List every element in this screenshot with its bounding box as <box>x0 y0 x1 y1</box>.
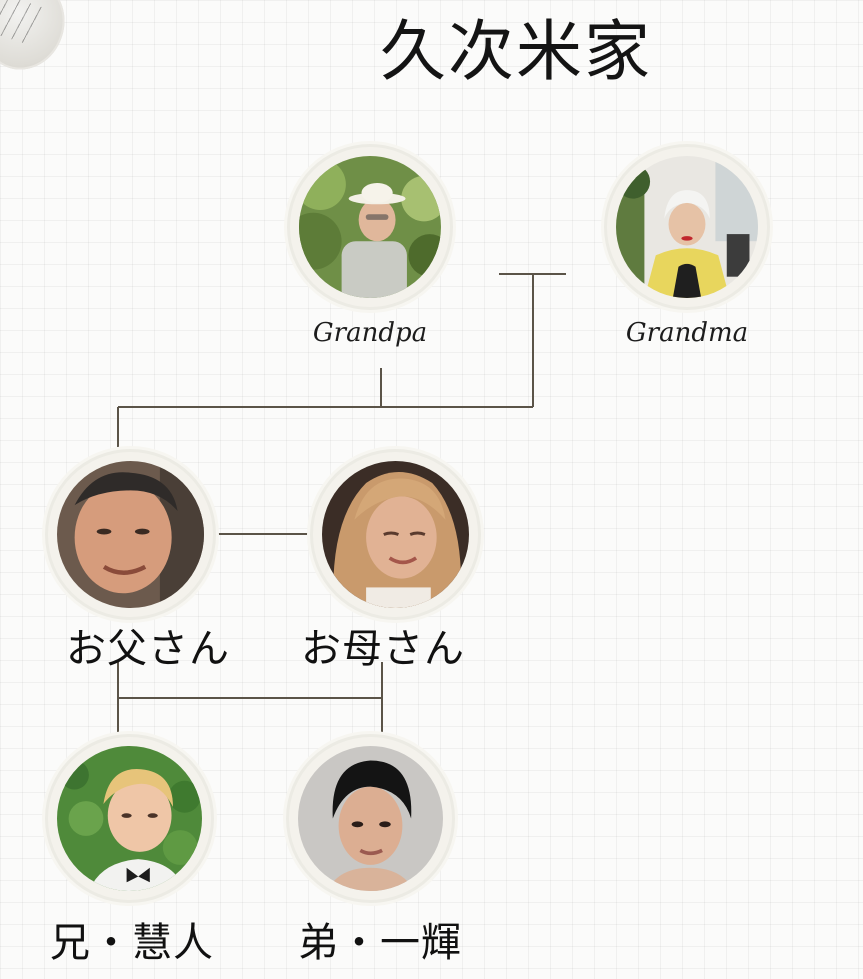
mother-photo <box>313 452 478 617</box>
grandma-portrait <box>616 156 758 298</box>
family-title: 久次米家 <box>380 13 652 90</box>
younger-brother-portrait <box>298 746 443 891</box>
older-brother-label: 兄・慧人 <box>50 920 214 966</box>
grandpa-portrait <box>299 156 441 298</box>
grandpa-photo <box>290 147 450 307</box>
older-brother-photo <box>48 737 211 900</box>
younger-brother-photo <box>289 737 452 900</box>
older-brother-portrait <box>57 746 202 891</box>
younger-brother-label: 弟・一輝 <box>298 920 462 966</box>
mother-portrait <box>322 461 469 608</box>
grandpa-label: Grandpa <box>312 318 428 348</box>
father-photo <box>48 452 213 617</box>
father-label: お父さん <box>66 626 230 672</box>
father-portrait <box>57 461 204 608</box>
mother-label: お母さん <box>301 626 465 672</box>
grandma-photo <box>607 147 767 307</box>
grandma-label: Grandma <box>625 318 749 348</box>
